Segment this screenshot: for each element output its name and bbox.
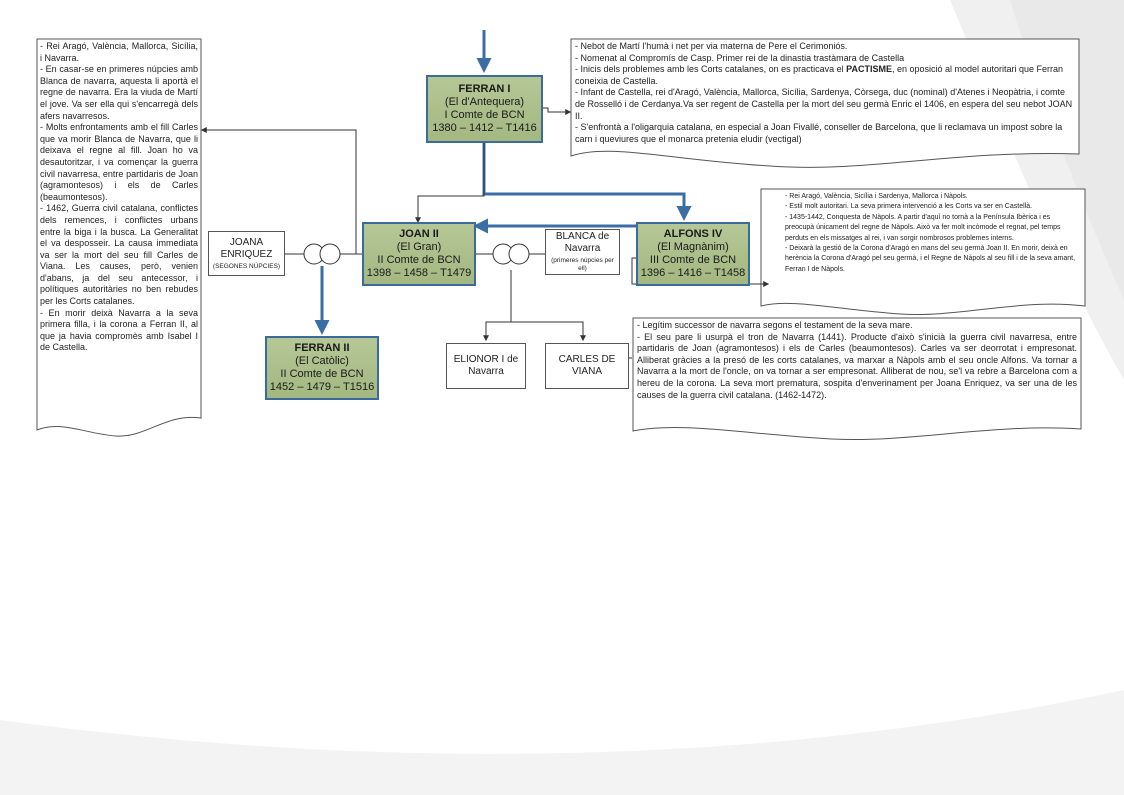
alfons4-title: III Comte de BCN — [649, 254, 737, 266]
note-joan2-line4: - 1462, Guerra civil catalana, conflicte… — [40, 203, 198, 307]
elionor-name: ELIONOR I de Navarra — [453, 354, 519, 377]
ferran2-nickname: (El Catòlic) — [295, 355, 349, 367]
note-ferran1-line1: - Nebot de Martí l'humà i net per via ma… — [575, 41, 848, 51]
ferran2-box: FERRAN II (El Catòlic) II Comte de BCN 1… — [265, 336, 379, 400]
note-carles-line2: - El seu pare li usurpà el tron de Navar… — [637, 331, 1077, 400]
note-joan2-line1: - Rei Aragó, València, Mallorca, Sicília… — [40, 41, 198, 63]
alfons4-nickname: (El Magnànim) — [657, 241, 729, 253]
note-ferran1: - Nebot de Martí l'humà i net per via ma… — [575, 41, 1075, 145]
alfons4-name: ALFONS IV — [663, 228, 723, 240]
alfons4-box: ALFONS IV (El Magnànim) III Comte de BCN… — [636, 222, 750, 286]
note-carles: - Legítim successor de navarra segons el… — [637, 320, 1077, 401]
joana-enriquez-name: JOANA ENRIQUEZ — [220, 236, 273, 260]
joan2-name: JOAN II — [399, 228, 439, 240]
ferran1-title: I Comte de BCN — [444, 109, 525, 121]
note-alfons4: - Rei Aragó, València, Sicília i Sardeny… — [785, 192, 1081, 275]
blanca-navarra-name: BLANCA de Navarra — [555, 231, 610, 254]
ferran1-box: FERRAN I (El d'Antequera) I Comte de BCN… — [426, 75, 543, 143]
note-joan2-line3: - Molts enfrontaments amb el fill Carles… — [40, 122, 198, 202]
note-joan2-line2: - En casar-se en primeres núpcies amb Bl… — [40, 64, 198, 121]
ferran2-name: FERRAN II — [294, 342, 350, 354]
joan2-dates: 1398 – 1458 – T1479 — [366, 267, 472, 279]
blanca-navarra-note: (primeres núpcies per ell) — [551, 257, 614, 272]
ferran1-name: FERRAN I — [458, 83, 511, 95]
note-carles-line1: - Legítim successor de navarra segons el… — [637, 320, 913, 330]
joana-enriquez-note: (SEGONES NÚPCIES) — [212, 262, 281, 270]
carles-viana-box: CARLES DE VIANA — [545, 343, 629, 389]
joan2-nickname: (El Gran) — [396, 241, 442, 253]
ferran1-nickname: (El d'Antequera) — [444, 96, 525, 108]
note-ferran1-line2: - Nomenat al Compromís de Casp. Primer r… — [575, 52, 905, 63]
note-alfons4-line1: - Rei Aragó, València, Sicília i Sardeny… — [785, 193, 968, 200]
note-alfons4-line4: - Deixarà la gestió de la Corona d'Aragó… — [785, 245, 1076, 273]
note-alfons4-line3: - 1435-1442, Conquesta de Nàpols. A part… — [785, 213, 1061, 242]
joan2-title: II Comte de BCN — [377, 254, 461, 266]
joana-enriquez-box: JOANA ENRIQUEZ (SEGONES NÚPCIES) — [208, 231, 285, 276]
note-ferran1-line4: - Infant de Castella, rei d'Aragó, Valèn… — [575, 87, 1073, 121]
note-joan2-line5: - En morir deixà Navarra a la seva prime… — [40, 307, 198, 353]
carles-viana-name: CARLES DE VIANA — [558, 354, 616, 377]
ferran1-dates: 1380 – 1412 – T1416 — [432, 122, 537, 134]
ferran2-dates: 1452 – 1479 – T1516 — [269, 381, 375, 393]
ferran2-title: II Comte de BCN — [280, 368, 364, 380]
blanca-navarra-box: BLANCA de Navarra (primeres núpcies per … — [545, 229, 620, 275]
note-joan2: - Rei Aragó, València, Mallorca, Sicília… — [40, 41, 198, 354]
note-alfons4-line2: - Estil molt autoritari. La seva primera… — [785, 203, 1033, 211]
elionor-box: ELIONOR I de Navarra — [446, 343, 526, 389]
note-ferran1-line3a: - Inicis dels problemes amb les Corts ca… — [575, 64, 847, 75]
pactisme-term: PACTISME — [846, 64, 892, 75]
note-shape-joan2 — [36, 38, 202, 437]
note-ferran1-line3: - Inicis dels problemes amb les Corts ca… — [575, 64, 1075, 87]
note-ferran1-line3c: , en oposició al model autoritari que Fe… — [575, 64, 1064, 86]
note-shape-carles — [632, 317, 1082, 440]
joan2-box: JOAN II (El Gran) II Comte de BCN 1398 –… — [362, 222, 476, 286]
alfons4-dates: 1396 – 1416 – T1458 — [640, 267, 746, 279]
note-shape-alfons4 — [760, 188, 1086, 316]
note-ferran1-line5: - S'enfrontà a l'oligarquia catalana, en… — [575, 122, 1063, 144]
